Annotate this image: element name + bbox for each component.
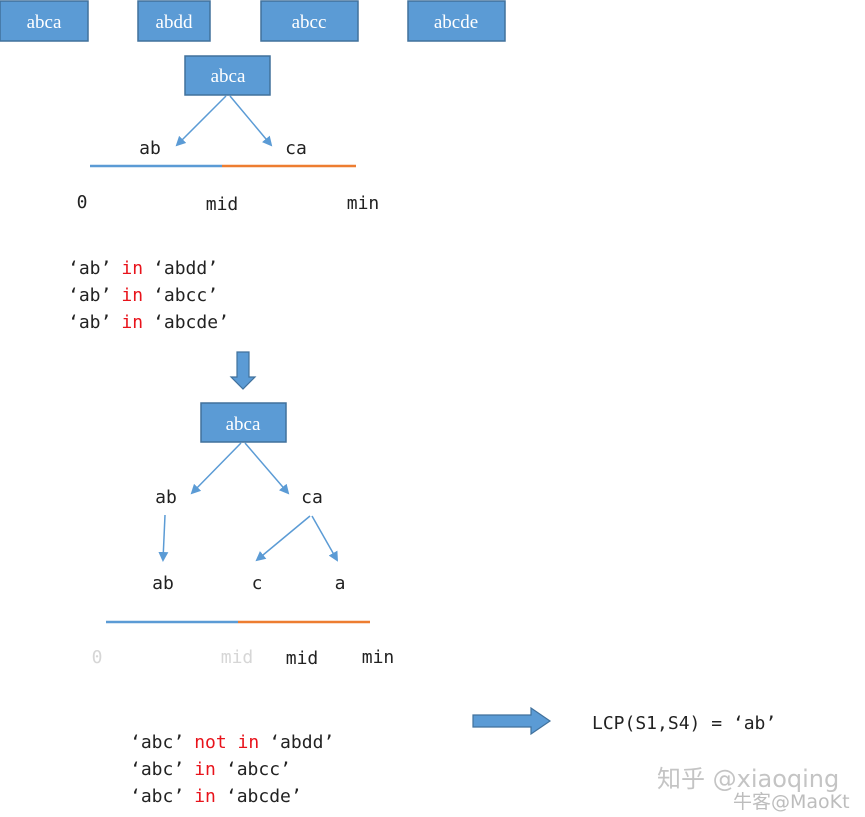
step2-arrow-right (244, 442, 290, 495)
step2-left-label: ab (155, 487, 177, 508)
step1-check-1: ‘ab’in‘abdd’ (68, 258, 218, 279)
step2-right-child-label-2: a (335, 573, 346, 594)
step2-root-label: abca (226, 414, 261, 435)
step2-axis-mid: mid (286, 648, 319, 669)
down-arrow (229, 351, 257, 390)
step1-check-2: ‘ab’in‘abcc’ (68, 285, 218, 306)
step1-root-label: abca (211, 66, 246, 87)
step1-arrow-left (175, 95, 227, 147)
step1-checks: ‘ab’in‘abdd’ ‘ab’in‘abcc’ ‘ab’in‘abcde’ (68, 258, 229, 333)
step2-arrow-right-child-1 (255, 515, 311, 562)
top-string-box-3: abcc (260, 0, 359, 42)
step1-tree: abca ab ca 0 mid min (77, 55, 380, 215)
watermark-zhihu: 知乎 @xiaoqing (657, 765, 839, 793)
step2-check-1: ‘abc’not in‘abdd’ (130, 732, 334, 753)
step2-checks: ‘abc’not in‘abdd’ ‘abc’in‘abcc’ ‘abc’in‘… (130, 732, 334, 807)
result-text: LCP(S1,S4) = ‘ab’ (592, 713, 776, 734)
step1-axis-end: min (347, 193, 380, 214)
step2-right-label: ca (301, 487, 323, 508)
watermark-niuke: 牛客@MaoKt (733, 791, 850, 813)
step2-axis-old-mid: mid (221, 647, 254, 668)
step2-left-child-label: ab (152, 573, 174, 594)
top-string-label: abdd (156, 12, 193, 33)
step1-axis-mid: mid (206, 194, 239, 215)
step2-arrow-left (190, 442, 242, 495)
top-string-label: abca (27, 12, 62, 33)
step1-arrow-right (229, 95, 273, 147)
step1-axis-start: 0 (77, 192, 88, 213)
step1-root-box (184, 55, 271, 96)
step2-check-3: ‘abc’in‘abcde’ (130, 786, 302, 807)
top-string-label: abcde (434, 12, 478, 33)
step2-root-box (200, 402, 287, 443)
top-string-box-4: abcde (407, 0, 506, 42)
top-string-label: abcc (292, 12, 327, 33)
step2-tree: abca ab ca ab c a 0 mid mid min (92, 402, 395, 669)
step2-arrow-left-child (158, 514, 169, 562)
step2-axis-end: min (362, 647, 395, 668)
step1-right-label: ca (285, 138, 307, 159)
step2-check-2: ‘abc’in‘abcc’ (130, 759, 291, 780)
step1-left-label: ab (139, 138, 161, 159)
top-strings: abca abdd abcc abcde (0, 0, 506, 42)
step2-axis-start: 0 (92, 647, 103, 668)
step2-arrow-right-child-2 (311, 515, 338, 562)
top-string-box-1: abca (0, 0, 89, 42)
top-string-box-2: abdd (137, 0, 211, 42)
result-arrow (472, 706, 552, 736)
step2-right-child-label-1: c (252, 573, 263, 594)
step1-check-3: ‘ab’in‘abcde’ (68, 312, 229, 333)
